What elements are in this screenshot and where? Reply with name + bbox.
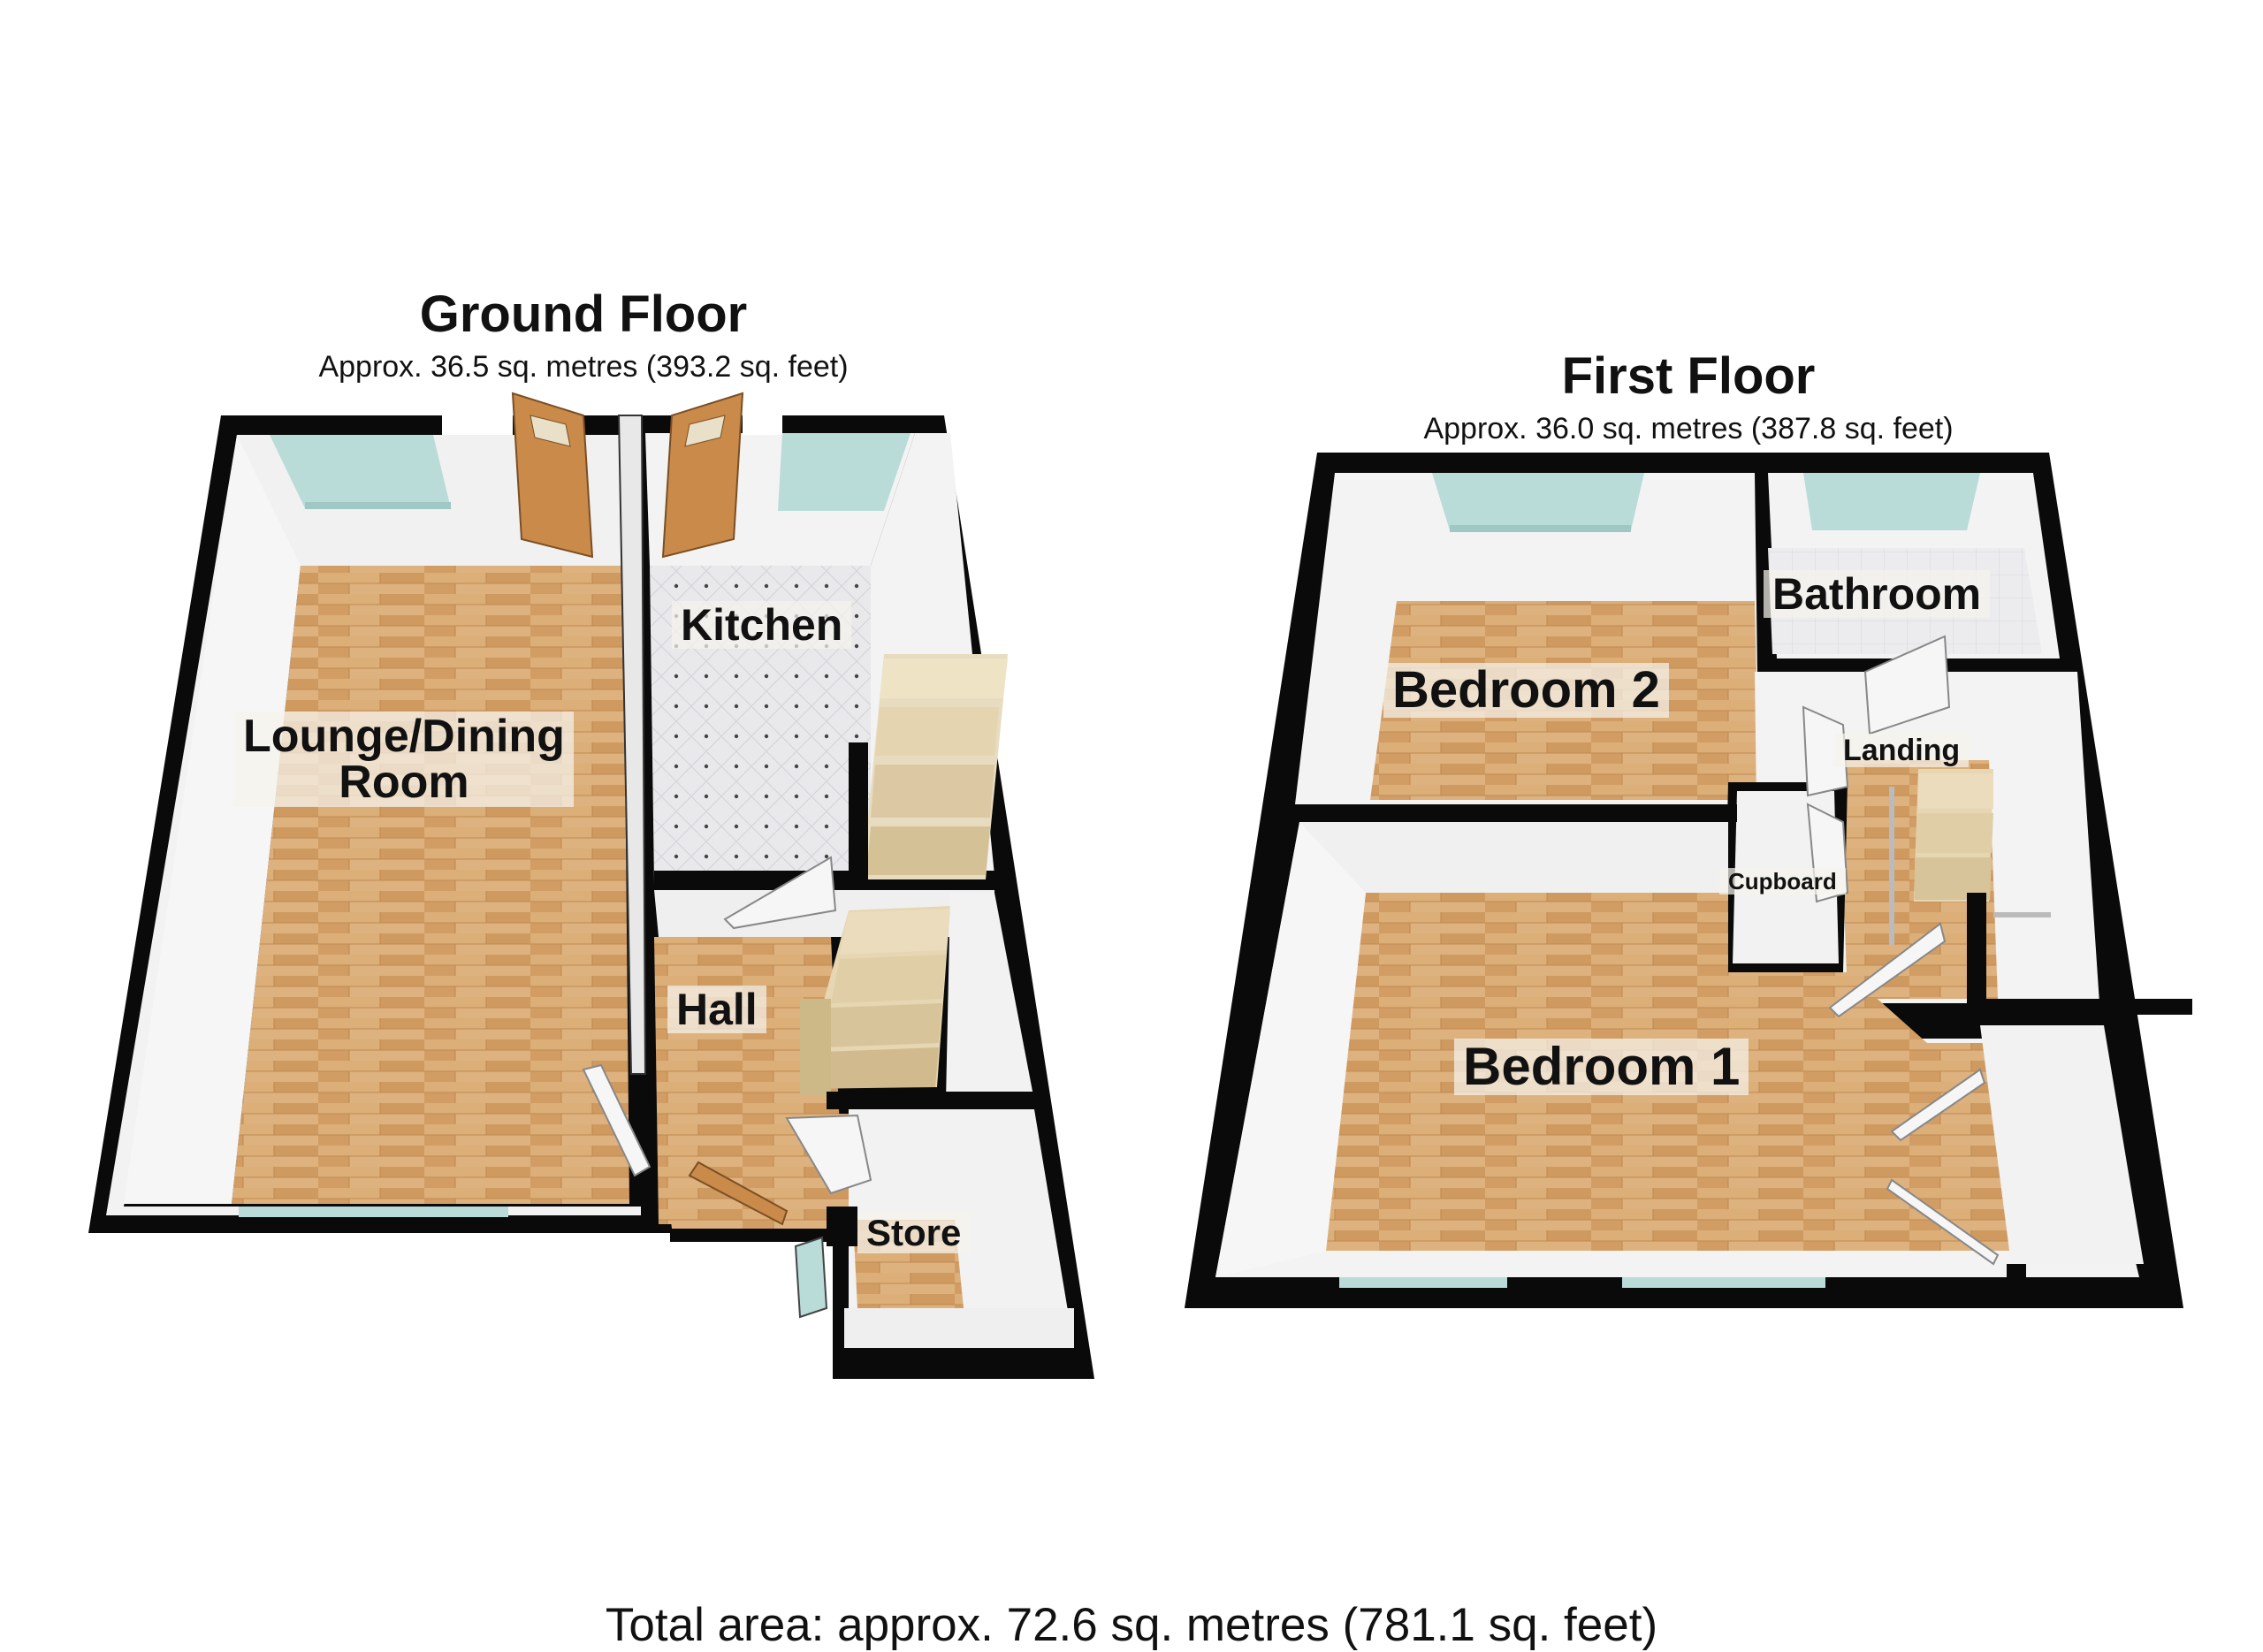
landing-stairs	[1889, 769, 2051, 946]
store-glass-door	[794, 1236, 828, 1319]
first-floor-title: First Floor	[1561, 347, 1816, 405]
room-label-bedroom2: Bedroom 2	[1383, 663, 1669, 718]
wardrobe-door-upper	[1890, 1068, 1986, 1142]
room-label-store: Store	[857, 1213, 971, 1253]
lounge-door	[582, 1063, 651, 1177]
bedroom1-door	[1828, 922, 1947, 1018]
wardrobe-door-lower	[1886, 1178, 2000, 1266]
kitchen-stairs	[849, 654, 1008, 884]
lounge-window	[270, 435, 451, 508]
room-label-lounge: Lounge/Dining Room	[234, 712, 574, 807]
room-label-kitchen: Kitchen	[672, 601, 852, 649]
kitchen-hall-door	[723, 856, 837, 930]
ground-floor-plan	[88, 392, 1094, 1379]
bathroom-door	[1863, 635, 1951, 735]
lounge-floor	[232, 566, 629, 1204]
patio-doors	[511, 392, 744, 559]
room-label-bathroom: Bathroom	[1764, 570, 1991, 618]
bedroom1-left-wall-face	[1215, 822, 1366, 1277]
room-label-landing: Landing	[1834, 734, 1970, 767]
bedroom2-door	[1802, 705, 1849, 797]
room-label-cupboard: Cupboard	[1719, 868, 1846, 895]
store-door	[785, 1114, 872, 1195]
lounge-left-wall-face	[124, 435, 301, 1204]
first-floor-plan	[1185, 453, 2192, 1308]
hall-stairs	[800, 906, 950, 1096]
bathroom-window	[1803, 473, 1980, 530]
kitchen-window	[778, 433, 911, 511]
bedroom1-wardrobe	[1980, 1025, 2144, 1264]
front-door	[688, 1161, 789, 1226]
understair-wall	[946, 893, 1034, 1100]
ground-floor-area: Approx. 36.5 sq. metres (393.2 sq. feet)	[318, 350, 849, 384]
bedroom2-window	[1432, 473, 1644, 530]
room-label-hall: Hall	[667, 986, 766, 1033]
ground-floor-title: Ground Floor	[419, 285, 748, 343]
first-floor-area: Approx. 36.0 sq. metres (387.8 sq. feet)	[1423, 412, 1954, 445]
room-label-bedroom1: Bedroom 1	[1454, 1039, 1749, 1095]
lounge-kitchen-wall	[617, 415, 647, 1075]
bedroom1-top-wall-face	[1299, 822, 1728, 893]
total-area: Total area: approx. 72.6 sq. metres (781…	[605, 1599, 1658, 1651]
